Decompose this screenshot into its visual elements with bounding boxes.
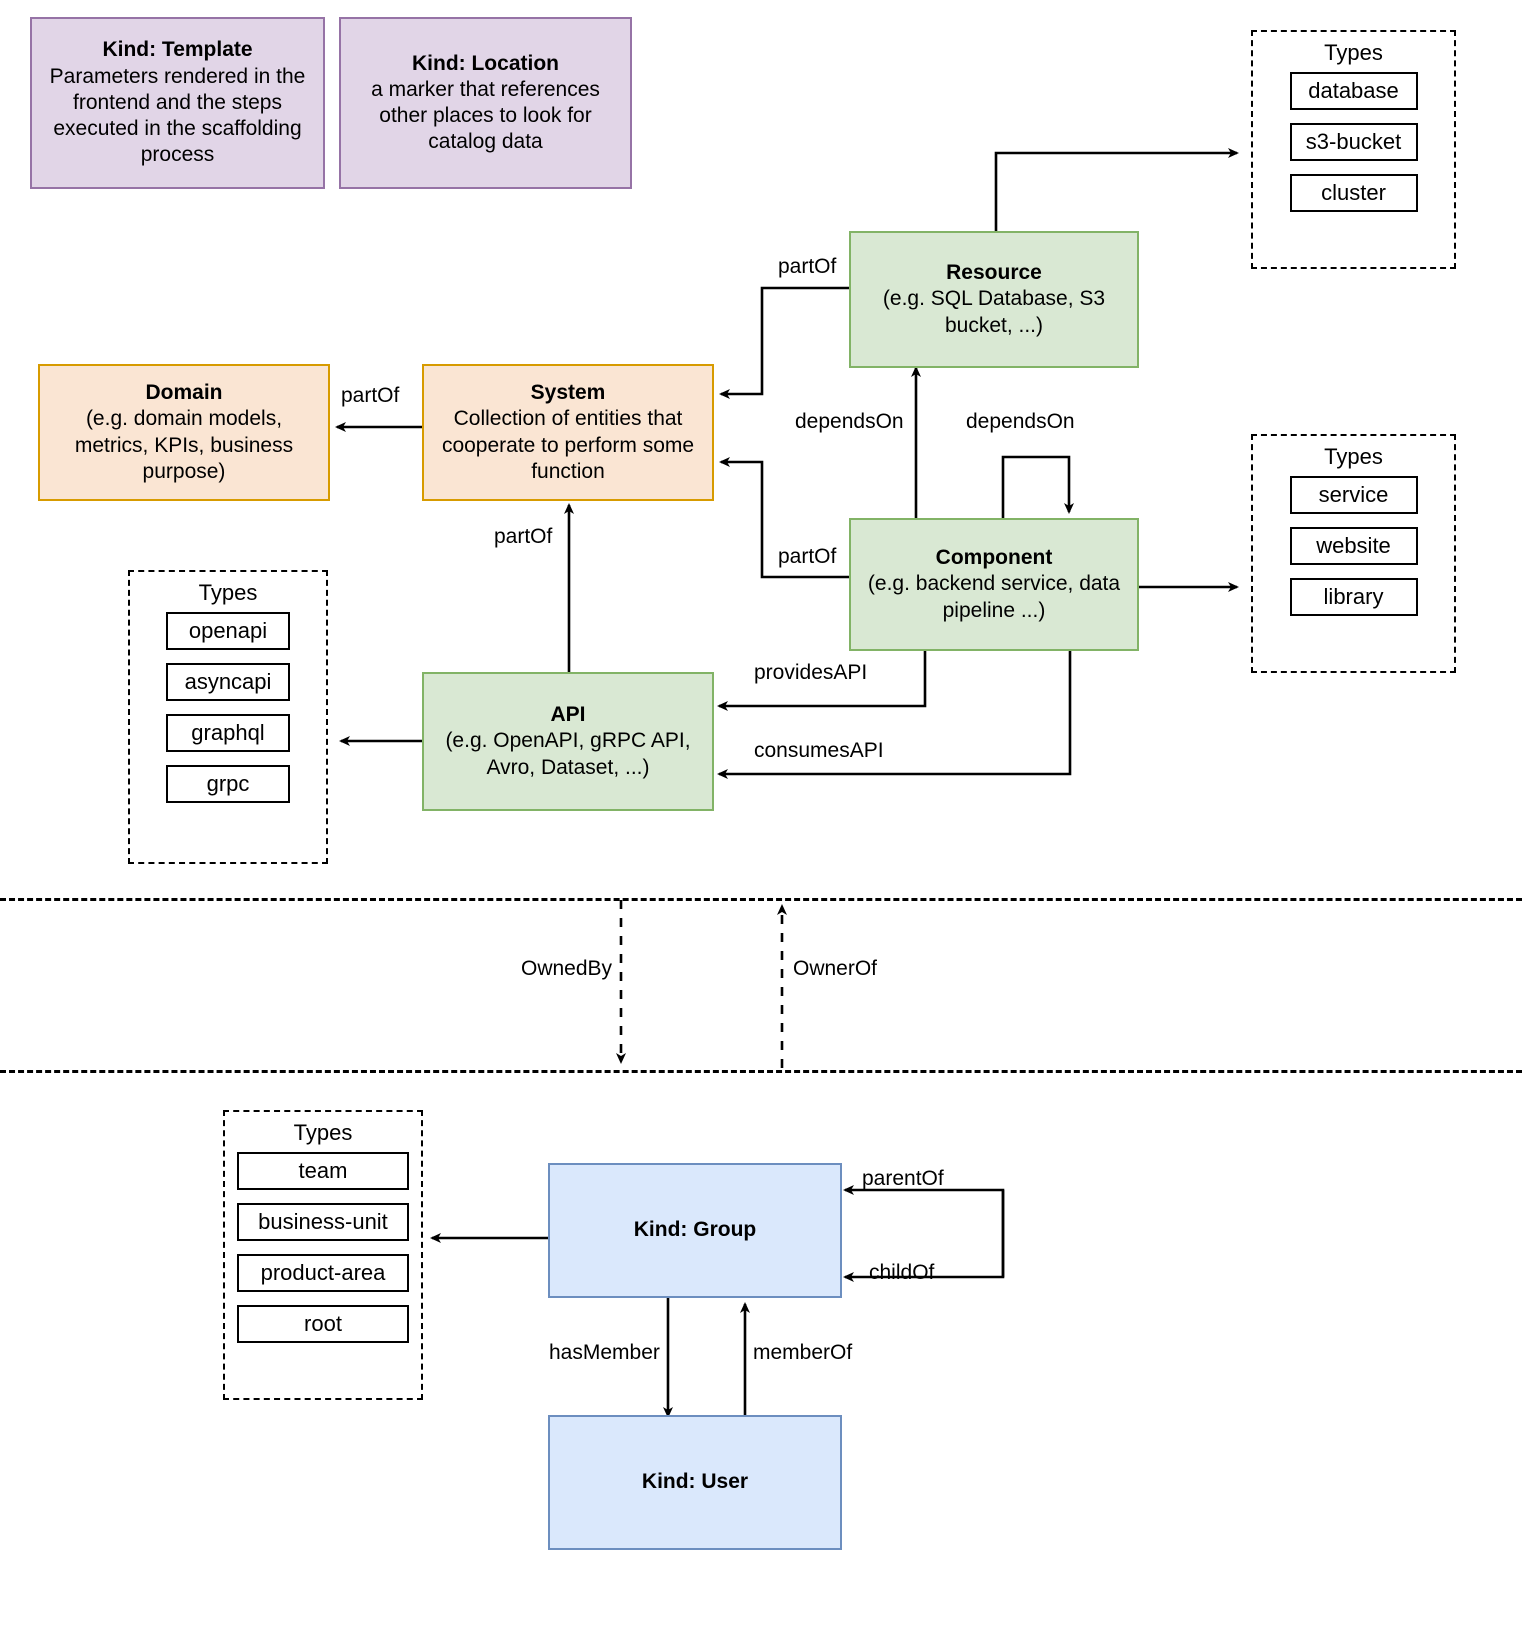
node-resource[interactable]: Resource (e.g. SQL Database, S3 bucket, … — [849, 231, 1139, 368]
node-kind-location-title: Kind: Location — [412, 51, 559, 75]
node-domain-title: Domain — [145, 381, 223, 404]
types-group-resource-label: Types — [1324, 40, 1383, 65]
node-domain-description: (e.g. domain models, metrics, KPIs, busi… — [74, 407, 294, 483]
node-api[interactable]: API (e.g. OpenAPI, gRPC API, Avro, Datas… — [422, 672, 714, 811]
edge-label-ownedby: OwnedBy — [521, 957, 613, 980]
divider-bottom — [0, 1070, 1522, 1073]
edge-label-group-hasmember: hasMember — [549, 1341, 660, 1364]
node-component[interactable]: Component (e.g. backend service, data pi… — [849, 518, 1139, 651]
node-kind-group-title: Kind: Group — [633, 1218, 757, 1242]
edge-label-group-childof: childOf — [869, 1261, 935, 1284]
type-chip-service[interactable]: service — [1289, 476, 1418, 514]
edge-label-component-providesapi: providesAPI — [754, 661, 868, 684]
type-chip-asyncapi[interactable]: asyncapi — [166, 663, 290, 701]
types-group-component-label: Types — [1324, 444, 1383, 469]
types-group-component: Types service website library — [1251, 434, 1456, 673]
type-chip-website[interactable]: website — [1289, 527, 1418, 565]
node-system-description: Collection of entities that cooperate to… — [441, 407, 695, 483]
node-component-description: (e.g. backend service, data pipeline ...… — [867, 572, 1121, 622]
types-group-group-label: Types — [293, 1120, 353, 1145]
edge-label-ownerof: OwnerOf — [793, 957, 878, 980]
edge-resource-partof-system — [719, 286, 849, 399]
edge-label-group-parentof: parentOf — [862, 1167, 944, 1190]
type-chip-team[interactable]: team — [237, 1152, 409, 1190]
edge-label-system-partof-domain: partOf — [341, 384, 400, 407]
type-chip-cluster[interactable]: cluster — [1289, 174, 1418, 212]
type-chip-library[interactable]: library — [1289, 578, 1418, 616]
node-system-title: System — [530, 381, 606, 404]
type-chip-openapi[interactable]: openapi — [166, 612, 290, 650]
type-chip-business-unit[interactable]: business-unit — [237, 1203, 409, 1241]
edge-resource-to-types — [994, 148, 1239, 233]
node-api-title: API — [550, 703, 586, 727]
node-domain[interactable]: Domain (e.g. domain models, metrics, KPI… — [38, 364, 330, 501]
type-chip-s3-bucket[interactable]: s3-bucket — [1289, 123, 1418, 161]
node-component-title: Component — [935, 546, 1053, 570]
divider-top — [0, 898, 1522, 901]
node-system[interactable]: System Collection of entities that coope… — [422, 364, 714, 501]
type-chip-grpc[interactable]: grpc — [166, 765, 290, 803]
node-kind-location[interactable]: Kind: Location a marker that references … — [339, 17, 632, 189]
edge-label-component-consumesapi: consumesAPI — [754, 739, 884, 762]
types-group-api: Types openapi asyncapi graphql grpc — [128, 570, 328, 864]
node-kind-group[interactable]: Kind: Group — [548, 1163, 842, 1298]
node-kind-template-description: Parameters rendered in the frontend and … — [49, 64, 306, 167]
node-kind-template-title: Kind: Template — [102, 38, 253, 62]
types-group-api-label: Types — [198, 580, 258, 605]
edge-label-component-dependson-resource: dependsOn — [795, 410, 904, 433]
edge-component-dependson-component — [1001, 455, 1074, 518]
types-group-resource: Types database s3-bucket cluster — [1251, 30, 1456, 269]
type-chip-graphql[interactable]: graphql — [166, 714, 290, 752]
edge-label-component-partof-system: partOf — [778, 545, 837, 568]
type-chip-database[interactable]: database — [1289, 72, 1418, 110]
edge-label-api-partof-system: partOf — [494, 525, 553, 548]
type-chip-root[interactable]: root — [237, 1305, 409, 1343]
node-api-description: (e.g. OpenAPI, gRPC API, Avro, Dataset, … — [445, 729, 691, 779]
edge-label-component-dependson-component: dependsOn — [966, 410, 1075, 433]
type-chip-product-area[interactable]: product-area — [237, 1254, 409, 1292]
types-group-group: Types team business-unit product-area ro… — [223, 1110, 423, 1400]
node-kind-template[interactable]: Kind: Template Parameters rendered in th… — [30, 17, 325, 189]
node-kind-user-title: Kind: User — [641, 1470, 749, 1494]
node-resource-description: (e.g. SQL Database, S3 bucket, ...) — [882, 287, 1106, 337]
edge-label-user-memberof: memberOf — [753, 1341, 853, 1364]
node-kind-location-description: a marker that references other places to… — [371, 77, 600, 154]
edge-label-resource-partof-system: partOf — [778, 255, 837, 278]
node-resource-title: Resource — [946, 261, 1042, 285]
node-kind-user[interactable]: Kind: User — [548, 1415, 842, 1550]
